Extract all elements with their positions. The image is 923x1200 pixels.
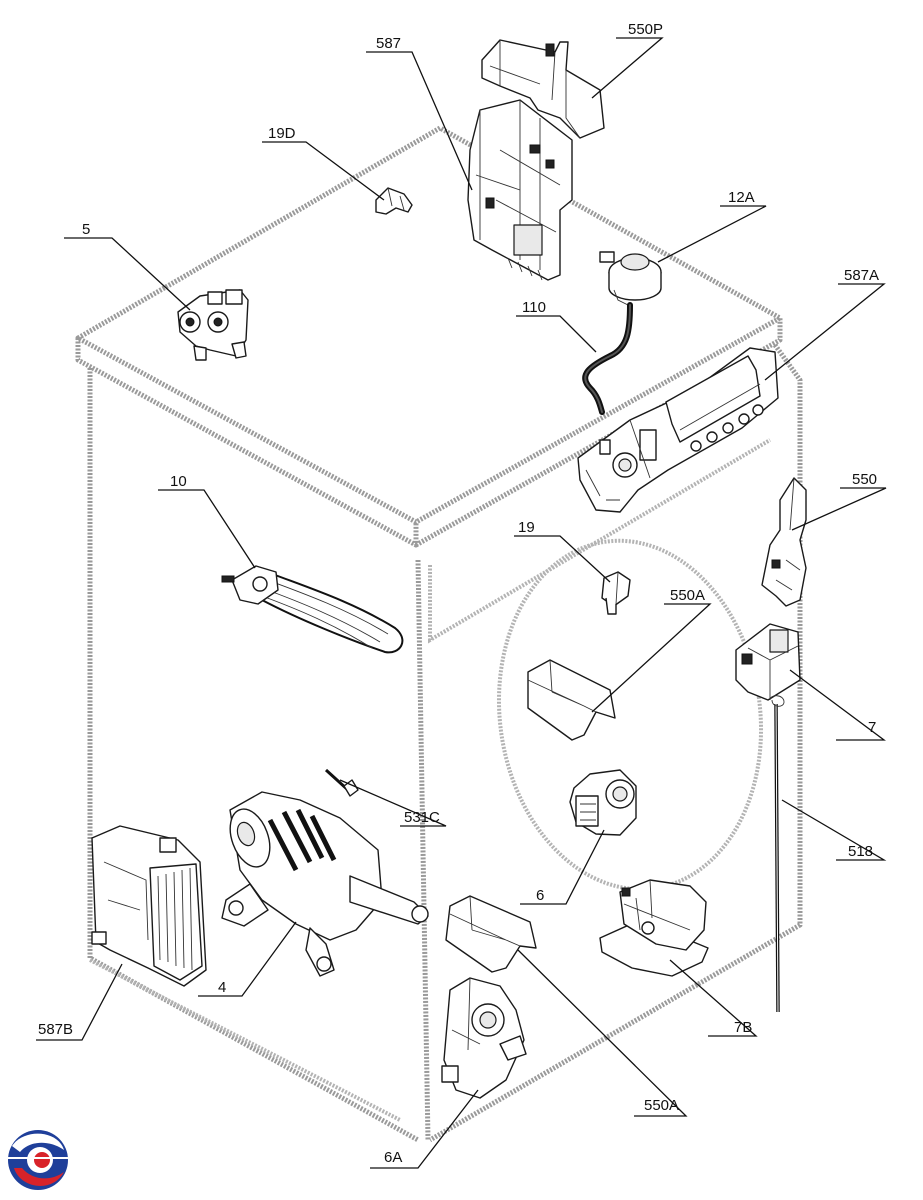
part-587B-module [91,825,207,987]
part-7B-cover [599,879,709,977]
label-6A: 6A [384,1149,402,1166]
label-550P: 550P [628,21,663,38]
part-5-inlet-valve [177,289,249,361]
part-6-drain-pump [569,769,637,836]
part-587A-control-panel [577,347,779,513]
label-10: 10 [170,473,187,490]
part-19D-clip [375,187,413,215]
part-10-heating-element [221,565,404,654]
part-550-bracket [761,477,807,607]
label-12A: 12A [728,189,755,206]
label-4: 4 [218,979,226,996]
part-12A-pressure-switch [599,251,662,307]
part-531C-screw [324,768,359,797]
label-5: 5 [82,221,90,238]
label-6: 6 [536,887,544,904]
label-587: 587 [376,35,401,52]
label-550A-lower: 550A [644,1097,679,1114]
label-550A-upper: 550A [670,587,705,604]
part-110-hose [582,302,633,415]
part-550P-cover [481,39,605,139]
cabinet-outline [75,125,803,1143]
label-19D: 19D [268,125,296,142]
part-7-door-lock [735,623,801,701]
leader-lines [36,37,887,1169]
part-587-module [467,99,573,281]
label-531C: 531C [404,809,440,826]
label-587B: 587B [38,1021,73,1038]
part-6A-drain-pump [441,977,527,1099]
label-19: 19 [518,519,535,536]
brand-swirl-logo [8,1130,70,1190]
label-7B: 7B [734,1019,752,1036]
label-550: 550 [852,471,877,488]
label-7: 7 [868,719,876,736]
label-587A: 587A [844,267,879,284]
label-110: 110 [522,299,546,316]
part-4-motor [221,791,429,977]
part-550A-cover-lower [445,895,537,973]
part-550A-cover-upper [527,659,616,741]
part-518-wire [769,695,785,1013]
label-518: 518 [848,843,873,860]
